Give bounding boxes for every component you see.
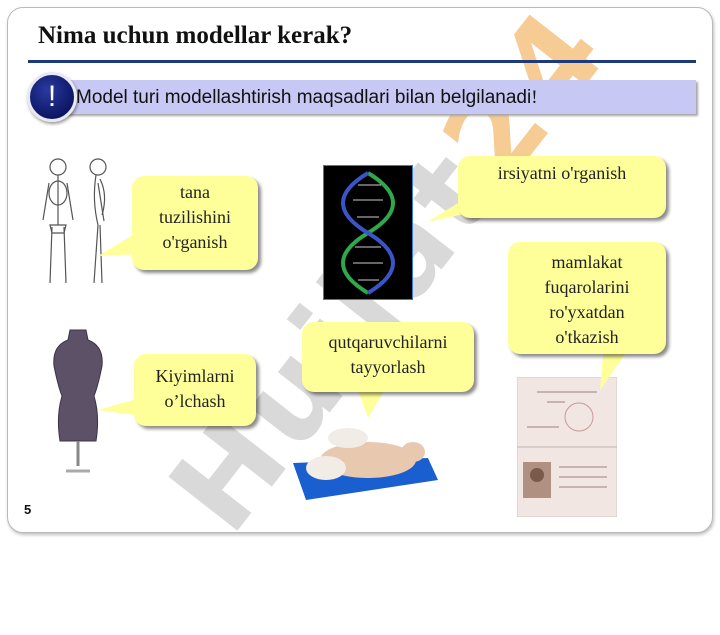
banner-text: Model turi modellashtirish maqsadlari bi… (76, 87, 538, 108)
dna-image (323, 165, 413, 300)
cpr-dummy-image (293, 428, 438, 500)
bubble-tail-census (600, 344, 632, 390)
skeleton-image (42, 158, 107, 284)
bubble-census: mamlakat fuqarolarini ro'yxatdan o'tkazi… (508, 242, 666, 354)
bubble-body-structure: tana tuzilishini o'rganish (132, 176, 258, 270)
banner-bar (60, 80, 696, 114)
bubble-tail-body (98, 232, 142, 256)
bubble-rescue: qutqaruvchilarni tayyorlash (302, 322, 474, 392)
bubble-tail-rescue (356, 384, 388, 418)
page-number: 5 (24, 502, 32, 517)
bubble-clothes: Kiyimlarni o’lchash (134, 354, 256, 426)
bubble-tail-clothes (98, 398, 142, 416)
slide-title: Nima uchun modellar kerak? (38, 22, 353, 49)
title-rule (28, 60, 696, 63)
mannequin-image (53, 329, 103, 473)
exclamation-icon: ! (27, 72, 77, 122)
passport-image (517, 377, 617, 517)
bubble-heredity: irsiyatni o'rganish (458, 156, 666, 218)
